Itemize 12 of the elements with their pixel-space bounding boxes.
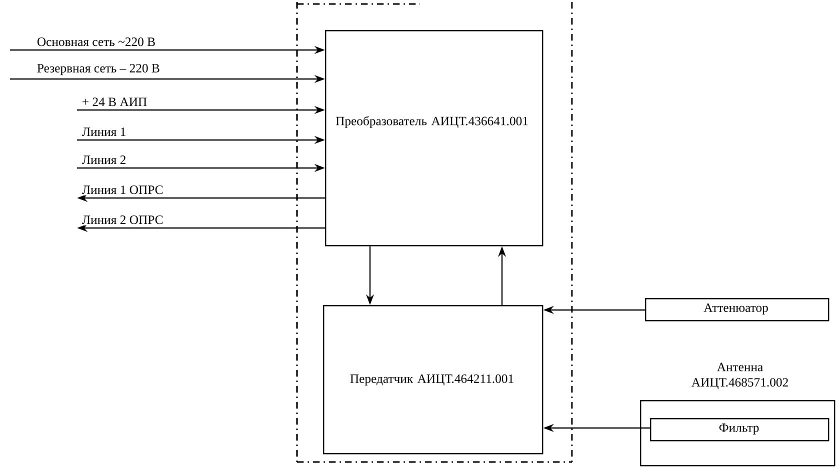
filter-box: Фильтр: [650, 418, 830, 442]
attenuator-box: Аттенюатор: [645, 298, 830, 322]
edge-label: Линия 2 ОПРС: [80, 214, 165, 226]
transmitter-box: Передатчик АИЦТ.464211.001: [323, 304, 544, 454]
node-label: Антенна АИЦТ.468571.002: [692, 362, 788, 390]
edge-label: Линия 1 ОПРС: [80, 184, 165, 196]
edge-label: + 24 В АИП: [80, 96, 148, 108]
edge-label: Резервная сеть – 220 В: [36, 62, 162, 76]
converter-box: Преобразователь АИЦТ.436641.001: [325, 30, 544, 246]
edge-label: Линия 2: [80, 154, 128, 166]
edge-label: Линия 1: [80, 126, 128, 138]
edge-label: Основная сеть ~220 В: [36, 36, 157, 48]
